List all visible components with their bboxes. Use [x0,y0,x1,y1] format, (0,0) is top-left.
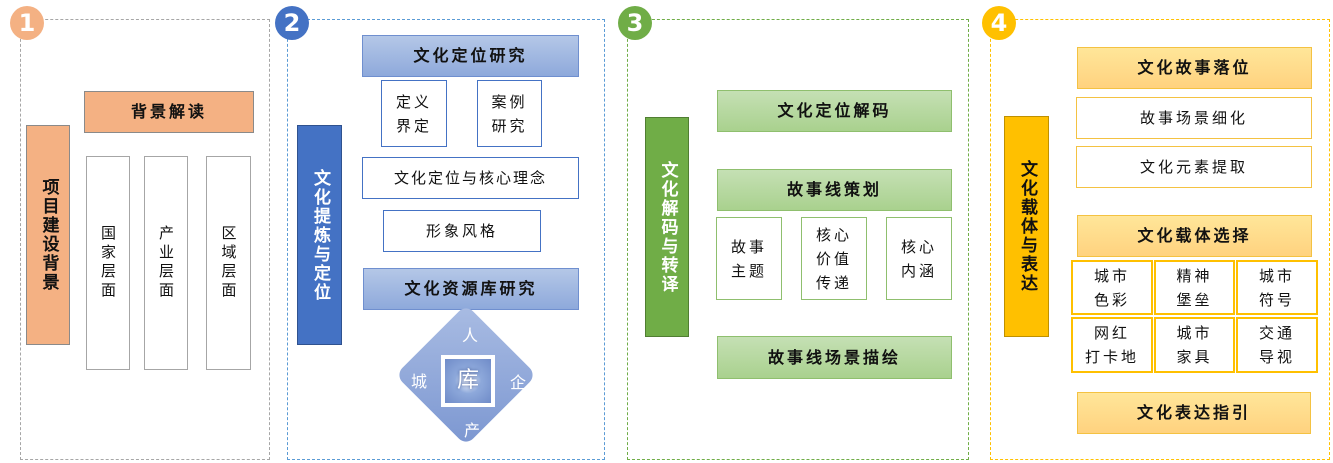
panel-3-decoding [627,19,969,460]
panel-4-expression [990,19,1330,460]
step-badge-1: 1 [10,6,44,40]
step-badge-2: 2 [275,6,309,40]
panel-4-header-carrier-selection: 文化载体选择 [1077,215,1312,257]
panel-2-header-culture-positioning: 文化定位研究 [362,35,579,77]
panel-4-grid-checkin-spot: 网红 打卡地 [1071,317,1153,373]
panel-1-header: 背景解读 [84,91,254,133]
panel-4-item-scene-refinement: 故事场景细化 [1076,97,1312,139]
panel-2-box-definition: 定义 界定 [381,80,447,147]
panel-3-header-positioning-decoding: 文化定位解码 [717,90,952,132]
panel-1-column-regional: 区域层面 [206,156,251,370]
panel-1-column-national: 国家层面 [86,156,130,370]
panel-3-header-storyline-planning: 故事线策划 [717,169,952,211]
step-badge-4: 4 [982,6,1016,40]
panel-2-side-title: 文化提炼与定位 [297,125,342,345]
panel-1-side-title: 项目建设背景 [26,125,70,345]
panel-4-header-story-placement: 文化故事落位 [1077,47,1312,89]
panel-3-box-core-value: 核心 价值 传递 [801,217,867,300]
step-badge-3: 3 [618,6,652,40]
panel-4-grid-street-furniture: 城市 家具 [1154,317,1235,373]
panel-2-box-image-style: 形象风格 [383,210,541,252]
panel-4-grid-wayfinding: 交通 导视 [1236,317,1318,373]
panel-2-box-core-concept: 文化定位与核心理念 [362,157,579,199]
diamond-label-left: 城 [410,372,427,391]
panel-2-positioning [287,19,605,460]
panel-3-box-core-connotation: 核心 内涵 [886,217,952,300]
panel-4-grid-spirit-fortress: 精神 堡垒 [1154,260,1235,315]
panel-3-box-story-theme: 故事 主题 [716,217,782,300]
diamond-label-bottom: 产 [463,421,480,440]
panel-3-side-title: 文化解码与转译 [645,117,689,337]
panel-4-grid-city-symbol: 城市 符号 [1236,260,1318,315]
panel-4-grid-city-color: 城市 色彩 [1071,260,1153,315]
panel-2-header-resource-library: 文化资源库研究 [363,268,579,310]
diamond-label-right: 企 [509,373,526,392]
panel-4-side-title: 文化载体与表达 [1004,116,1049,337]
panel-2-box-case-study: 案例 研究 [477,80,542,147]
diamond-label-center: 库 [456,368,479,393]
panel-4-header-expression-guide: 文化表达指引 [1077,392,1311,434]
panel-4-item-element-extraction: 文化元素提取 [1076,146,1312,188]
diamond-label-top: 人 [461,326,478,345]
panel-1-background [20,19,270,460]
diamond-center-box [441,355,495,407]
panel-1-column-industry: 产业层面 [144,156,188,370]
panel-3-header-storyline-scenes: 故事线场景描绘 [717,336,952,379]
